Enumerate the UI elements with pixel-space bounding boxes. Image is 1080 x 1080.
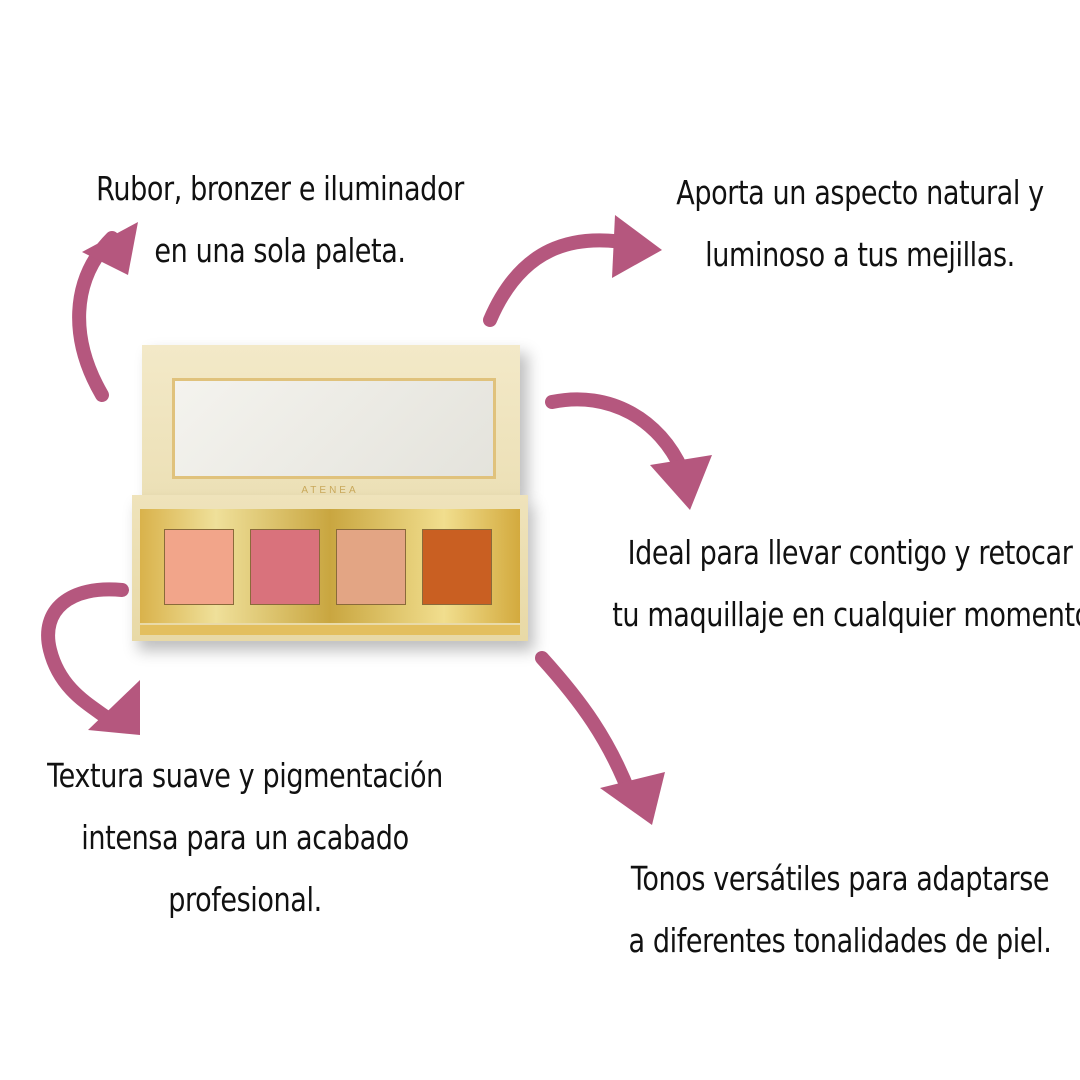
callout-line: en una sola paleta. — [154, 231, 406, 270]
shade-pan — [336, 529, 406, 605]
callout-line: intensa para un acabado — [81, 818, 409, 857]
shade-tray — [140, 509, 520, 623]
arrowhead-icon — [650, 455, 712, 510]
arrowhead-icon — [600, 772, 665, 825]
callout-line: luminoso a tus mejillas. — [705, 235, 1015, 274]
palette-lid — [142, 345, 520, 495]
callout-line: Tonos versátiles para adaptarse — [630, 859, 1050, 898]
palette-base: ATENEA — [132, 485, 528, 641]
callout-line: Rubor, bronzer e iluminador — [96, 169, 464, 208]
gold-strip — [140, 625, 520, 635]
callout-line: tu maquillaje en cualquier momento. — [612, 595, 1080, 634]
callout-line: a diferentes tonalidades de piel. — [628, 921, 1052, 960]
arrow-middle-right — [545, 392, 689, 477]
callout-line: Textura suave y pigmentación — [47, 756, 443, 795]
mirror — [172, 378, 496, 479]
shade-pan — [164, 529, 234, 605]
arrow-bottom-right — [535, 651, 639, 807]
callout-portable: Ideal para llevar contigo y retocar tu m… — [612, 522, 1080, 646]
arrowhead-icon — [88, 680, 140, 735]
callout-natural-look: Aporta un aspecto natural y luminoso a t… — [647, 162, 1073, 286]
brand-logo: ATENEA — [301, 485, 359, 496]
product-palette-image: ATENEA — [132, 345, 528, 641]
arrow-bottom-left — [41, 582, 129, 727]
shade-pan — [250, 529, 320, 605]
callout-versatile: Tonos versátiles para adaptarse a difere… — [610, 848, 1069, 972]
callout-line: Ideal para llevar contigo y retocar — [627, 533, 1073, 572]
callout-line: profesional. — [168, 880, 322, 919]
arrowhead-icon — [612, 215, 662, 278]
arrowhead-icon — [82, 222, 138, 275]
callout-line: Aporta un aspecto natural y — [676, 173, 1044, 212]
callout-all-in-one: Rubor, bronzer e iluminador en una sola … — [75, 158, 485, 282]
callout-texture: Textura suave y pigmentación intensa par… — [44, 745, 446, 931]
shade-pan — [422, 529, 492, 605]
